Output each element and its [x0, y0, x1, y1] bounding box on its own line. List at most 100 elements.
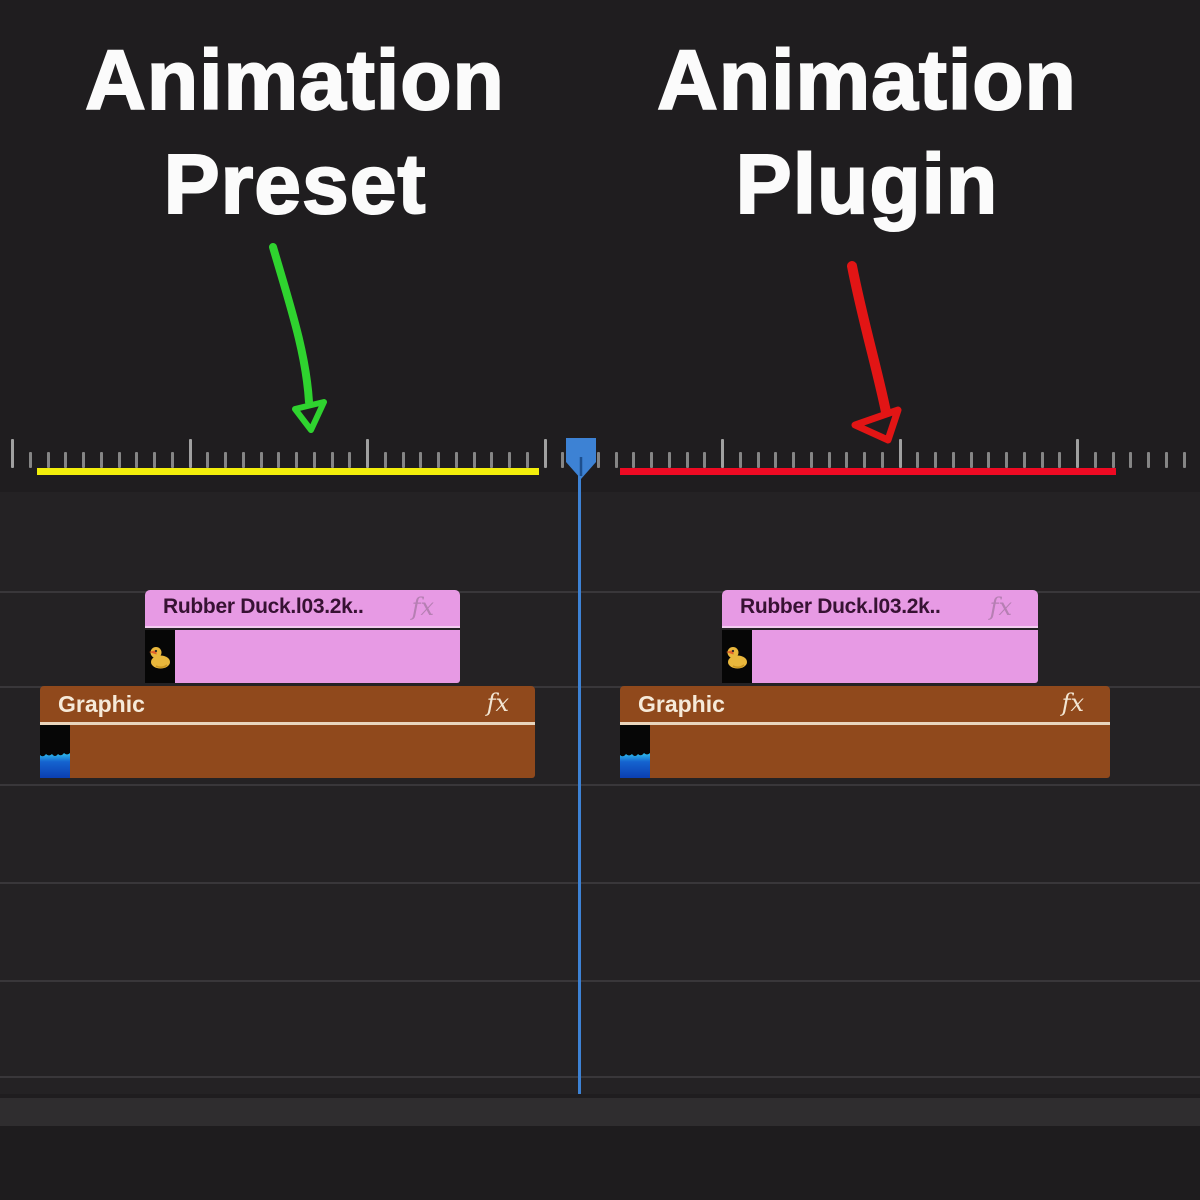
- ruler-tick: [792, 452, 795, 468]
- clip-body: [620, 725, 1110, 778]
- playhead-line: [578, 462, 581, 1094]
- ruler-tick: [46, 452, 50, 468]
- track-divider: [0, 591, 1200, 593]
- clip-fill: [175, 630, 460, 683]
- green-curved-arrow: [269, 243, 327, 433]
- ruler-tick: [1040, 452, 1044, 468]
- clip-fill: [650, 725, 1110, 778]
- clip-label: Graphic: [638, 691, 725, 717]
- ruler-tick: [366, 439, 369, 468]
- clip-thumbnail: [722, 630, 752, 683]
- title-animation-plugin: Animation Plugin: [572, 28, 1162, 236]
- ruler-tick: [135, 452, 139, 468]
- ruler-tick: [738, 452, 742, 468]
- clip-label: Rubber Duck.l03.2k..: [163, 595, 364, 618]
- ruler-highlight-red: [620, 468, 1116, 475]
- track-divider: [0, 980, 1200, 982]
- fx-badge-icon[interactable]: fx: [1061, 689, 1084, 717]
- ruler-tick: [170, 452, 174, 468]
- ruler-tick: [348, 452, 352, 468]
- clip-titlebar: Graphic fx: [620, 686, 1110, 725]
- ruler-tick: [188, 439, 192, 468]
- timeline-ruler[interactable]: [0, 430, 1200, 492]
- clip-body: [145, 630, 460, 683]
- clip-video-plugin[interactable]: Rubber Duck.l03.2k.. fx: [722, 590, 1038, 683]
- ruler-tick: [330, 452, 334, 468]
- red-straight-arrow: [847, 261, 902, 444]
- water-thumbnail-icon: [620, 725, 650, 778]
- ruler-tick: [934, 452, 937, 468]
- clip-fill: [752, 630, 1038, 683]
- rubber-duck-icon: [149, 647, 170, 669]
- ruler-tick: [987, 452, 991, 468]
- ruler-tick: [383, 452, 387, 468]
- ruler-tick: [525, 452, 529, 468]
- fx-badge-icon[interactable]: fx: [989, 593, 1012, 621]
- ruler-tick: [490, 452, 494, 468]
- ruler-tick: [206, 452, 210, 468]
- ruler-tick: [1022, 452, 1026, 468]
- ruler-tick: [809, 452, 813, 468]
- ruler-tick: [685, 452, 689, 468]
- clip-titlebar: Rubber Duck.l03.2k.. fx: [145, 590, 460, 628]
- timeline-horizontal-scrollbar[interactable]: [0, 1098, 1200, 1126]
- ruler-tick: [82, 452, 85, 468]
- ruler-tick: [508, 452, 511, 468]
- water-thumbnail-icon: [40, 725, 70, 778]
- ruler-tick: [454, 452, 458, 468]
- ruler-tick: [99, 452, 103, 468]
- ruler-tick: [437, 452, 440, 468]
- ruler-tick: [1147, 452, 1150, 468]
- ruler-tick: [312, 452, 316, 468]
- clip-titlebar: Rubber Duck.l03.2k.. fx: [722, 590, 1038, 628]
- title-line: Animation: [84, 32, 505, 128]
- ruler-tick: [614, 452, 618, 468]
- ruler-tick: [64, 452, 68, 468]
- ruler-tick: [596, 452, 600, 468]
- ruler-tick: [11, 439, 14, 468]
- ruler-tick: [721, 439, 724, 468]
- track-divider: [0, 1076, 1200, 1078]
- title-line: Plugin: [735, 136, 999, 232]
- fx-badge-icon[interactable]: fx: [411, 593, 434, 621]
- clip-thumbnail: [145, 630, 175, 683]
- ruler-tick: [277, 452, 281, 468]
- ruler-tick: [650, 452, 653, 468]
- ruler-tick: [1093, 452, 1097, 468]
- clip-fill: [70, 725, 535, 778]
- clip-body: [722, 630, 1038, 683]
- clip-graphic-preset[interactable]: Graphic fx: [40, 686, 535, 778]
- ruler-tick: [1076, 439, 1079, 468]
- ruler-tick: [667, 452, 671, 468]
- ruler-tick: [1182, 452, 1186, 468]
- clip-video-preset[interactable]: Rubber Duck.l03.2k.. fx: [145, 590, 460, 683]
- ruler-tick: [241, 452, 245, 468]
- ruler-tick: [916, 452, 920, 468]
- ruler-tick: [969, 452, 973, 468]
- ruler-tick: [951, 452, 955, 468]
- fx-badge-icon[interactable]: fx: [486, 689, 509, 717]
- ruler-tick: [419, 452, 423, 468]
- clip-thumbnail: [620, 725, 650, 778]
- ruler-tick: [1058, 452, 1062, 468]
- playhead-handle[interactable]: [563, 435, 599, 483]
- ruler-tick: [472, 452, 476, 468]
- clip-graphic-plugin[interactable]: Graphic fx: [620, 686, 1110, 778]
- ruler-tick: [1005, 452, 1008, 468]
- clip-body: [40, 725, 535, 778]
- ruler-highlight-yellow: [37, 468, 539, 475]
- clip-thumbnail: [40, 725, 70, 778]
- ruler-tick: [259, 452, 263, 468]
- clip-label: Rubber Duck.l03.2k..: [740, 595, 941, 618]
- track-divider: [0, 784, 1200, 786]
- ruler-tick: [774, 452, 778, 468]
- ruler-tick: [543, 439, 547, 468]
- clip-titlebar: Graphic fx: [40, 686, 535, 725]
- ruler-tick: [827, 452, 831, 468]
- title-animation-preset: Animation Preset: [0, 28, 590, 236]
- ruler-tick: [863, 452, 866, 468]
- ruler-tick: [1111, 452, 1115, 468]
- timeline-track-area[interactable]: [0, 492, 1200, 1094]
- ruler-tick: [898, 439, 902, 468]
